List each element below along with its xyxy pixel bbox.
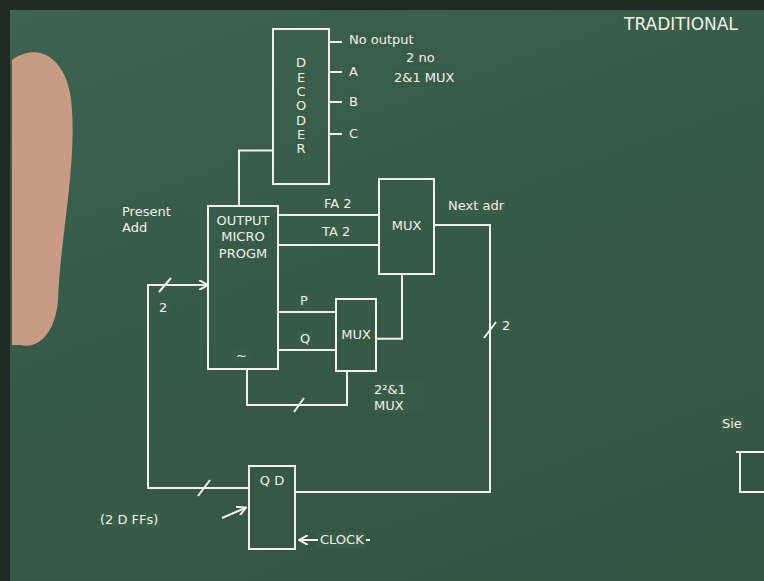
connector bbox=[148, 285, 248, 488]
edge-label: Q bbox=[298, 331, 312, 347]
box-text: Q D bbox=[260, 473, 284, 489]
connector bbox=[279, 244, 378, 246]
mux-box: MUX bbox=[335, 298, 377, 372]
microprogram-box: OUTPUT MICRO PROGM bbox=[207, 205, 279, 370]
board-frame bbox=[0, 0, 764, 10]
decoder-output bbox=[330, 101, 342, 103]
board-label: CLOCK bbox=[318, 532, 366, 548]
connector bbox=[296, 225, 490, 492]
board-label: C bbox=[347, 126, 360, 142]
connector bbox=[279, 214, 378, 216]
connector bbox=[239, 150, 272, 205]
board-label: A bbox=[347, 64, 360, 80]
connector bbox=[377, 275, 402, 339]
decoder-output bbox=[330, 71, 342, 73]
edge-label: TA 2 bbox=[320, 224, 352, 240]
box-text: MUX bbox=[392, 218, 422, 234]
edge-label: Next adr bbox=[446, 198, 506, 214]
board-label: 2&1 MUX bbox=[392, 70, 456, 86]
box-text: OUTPUT MICRO PROGM bbox=[212, 213, 274, 262]
cut-off-sketch bbox=[736, 452, 764, 492]
box-text: DECODER bbox=[295, 56, 308, 156]
flip-flop-box: Q D bbox=[248, 465, 296, 550]
board-label: No output bbox=[347, 32, 416, 48]
board-label: 2²&1 MUX bbox=[372, 382, 424, 413]
decoder-output bbox=[330, 133, 342, 135]
board-label: 2 bbox=[157, 300, 169, 316]
box-text: MUX bbox=[341, 327, 371, 343]
board-label: 2 bbox=[500, 318, 512, 334]
board-label: Sie bbox=[720, 416, 744, 432]
board-label: Present Add bbox=[120, 204, 186, 235]
connector bbox=[279, 349, 335, 351]
hand bbox=[12, 52, 73, 345]
board-title: TRADITIONAL bbox=[622, 14, 740, 34]
board-frame bbox=[0, 0, 10, 581]
board-label: (2 D FFs) bbox=[98, 512, 160, 528]
board-label: 2 no bbox=[404, 50, 437, 66]
connector bbox=[247, 370, 347, 405]
edge-label: P bbox=[298, 293, 310, 309]
board-label: B bbox=[347, 94, 360, 110]
mux-box: MUX bbox=[378, 178, 435, 275]
connector bbox=[279, 311, 335, 313]
edge-label: FA 2 bbox=[322, 196, 354, 212]
decoder-box: DECODER bbox=[272, 28, 330, 185]
callout-arrow bbox=[222, 508, 245, 518]
decoder-output bbox=[330, 41, 342, 43]
board-label: ~ bbox=[234, 348, 249, 364]
